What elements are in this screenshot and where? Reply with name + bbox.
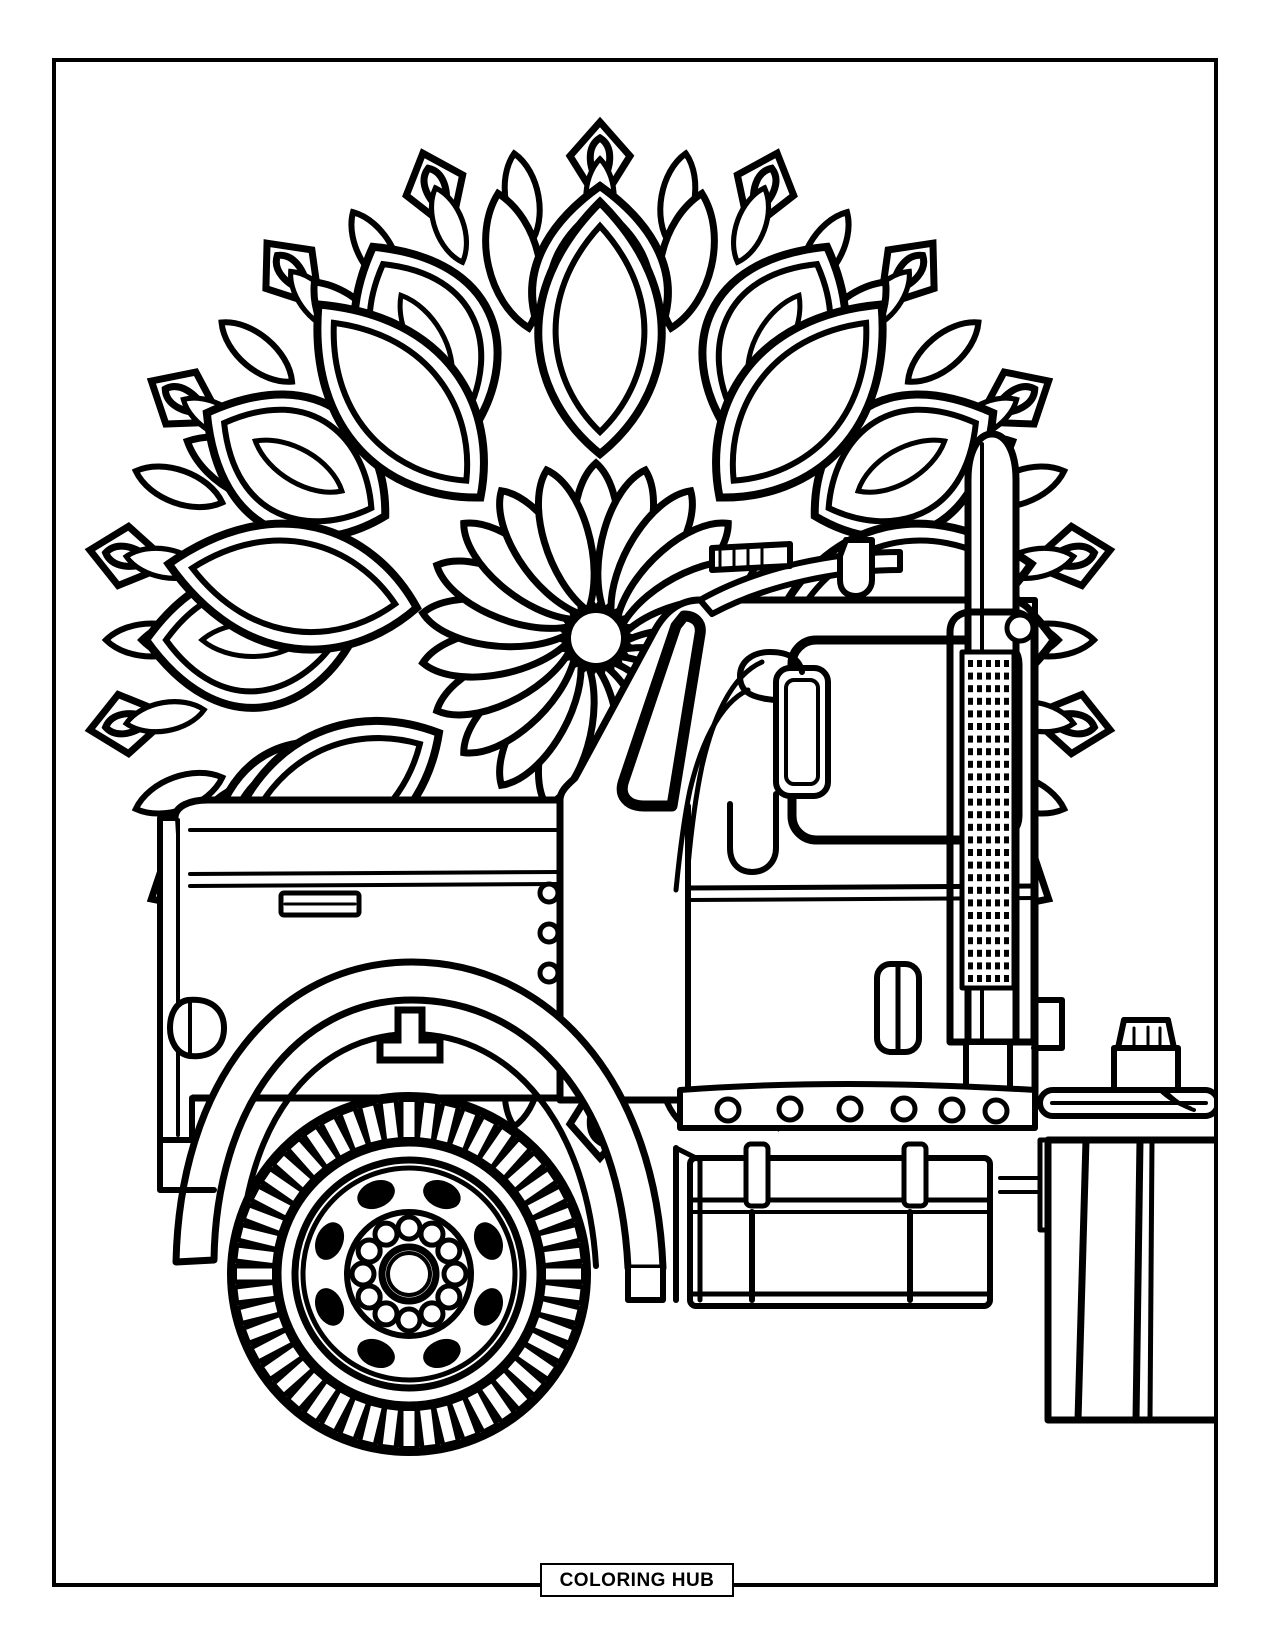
door-handle — [874, 961, 922, 1055]
brand-logo-box: COLORING HUB — [540, 1563, 734, 1597]
front-fender — [172, 958, 667, 1272]
hood-rivets — [537, 881, 561, 985]
truck-body — [157, 430, 1214, 1424]
headlight — [167, 996, 227, 1060]
truck-hood — [171, 796, 564, 1102]
frame-rail — [677, 1081, 1038, 1131]
hood-vent — [278, 890, 362, 918]
roof-visor — [697, 537, 903, 617]
wheel-strut — [376, 1006, 444, 1064]
front-wheel — [227, 1006, 591, 1456]
trailer — [1037, 1017, 1214, 1424]
side-mirror — [673, 649, 831, 893]
fuel-tank — [687, 1141, 993, 1309]
brand-label: COLORING HUB — [559, 1569, 715, 1591]
windshield — [616, 610, 706, 812]
